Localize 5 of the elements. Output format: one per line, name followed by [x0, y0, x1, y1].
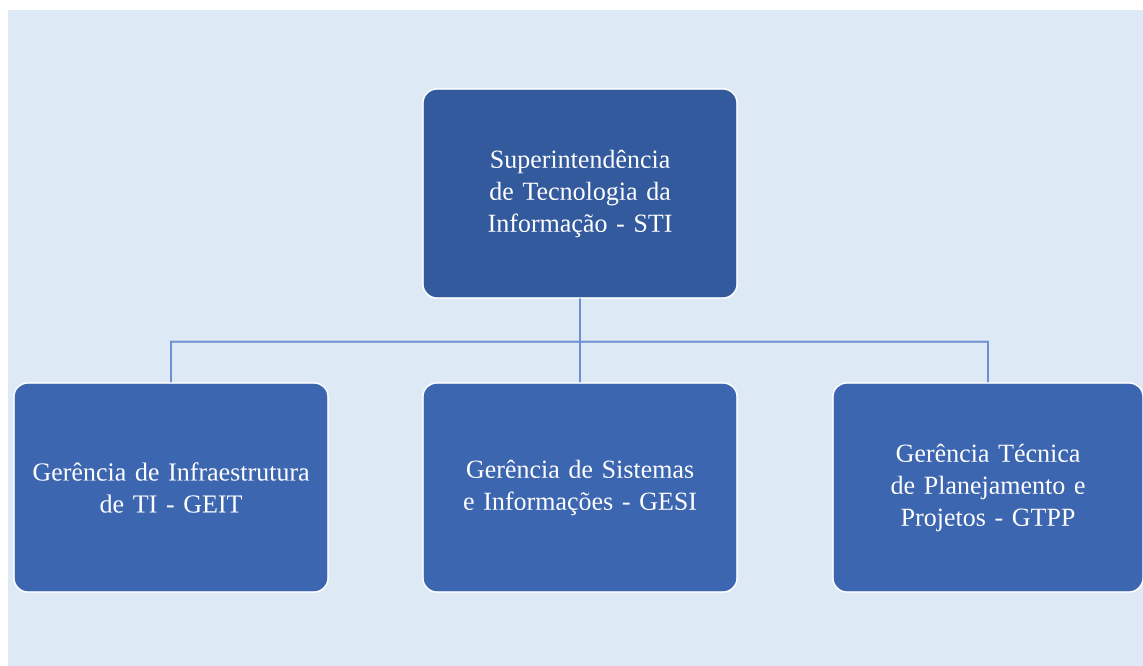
org-box: Gerência de Sistemas e Informações - GESI [422, 382, 738, 593]
org-box: Gerência de Infraestrutura de TI - GEIT [13, 382, 329, 593]
org-box: Superintendência de Tecnologia da Informação - STI [422, 88, 738, 299]
org-box: Gerência Técnica de Planejamento e Projetos - GTPP [832, 382, 1143, 593]
connector-line [579, 297, 989, 384]
